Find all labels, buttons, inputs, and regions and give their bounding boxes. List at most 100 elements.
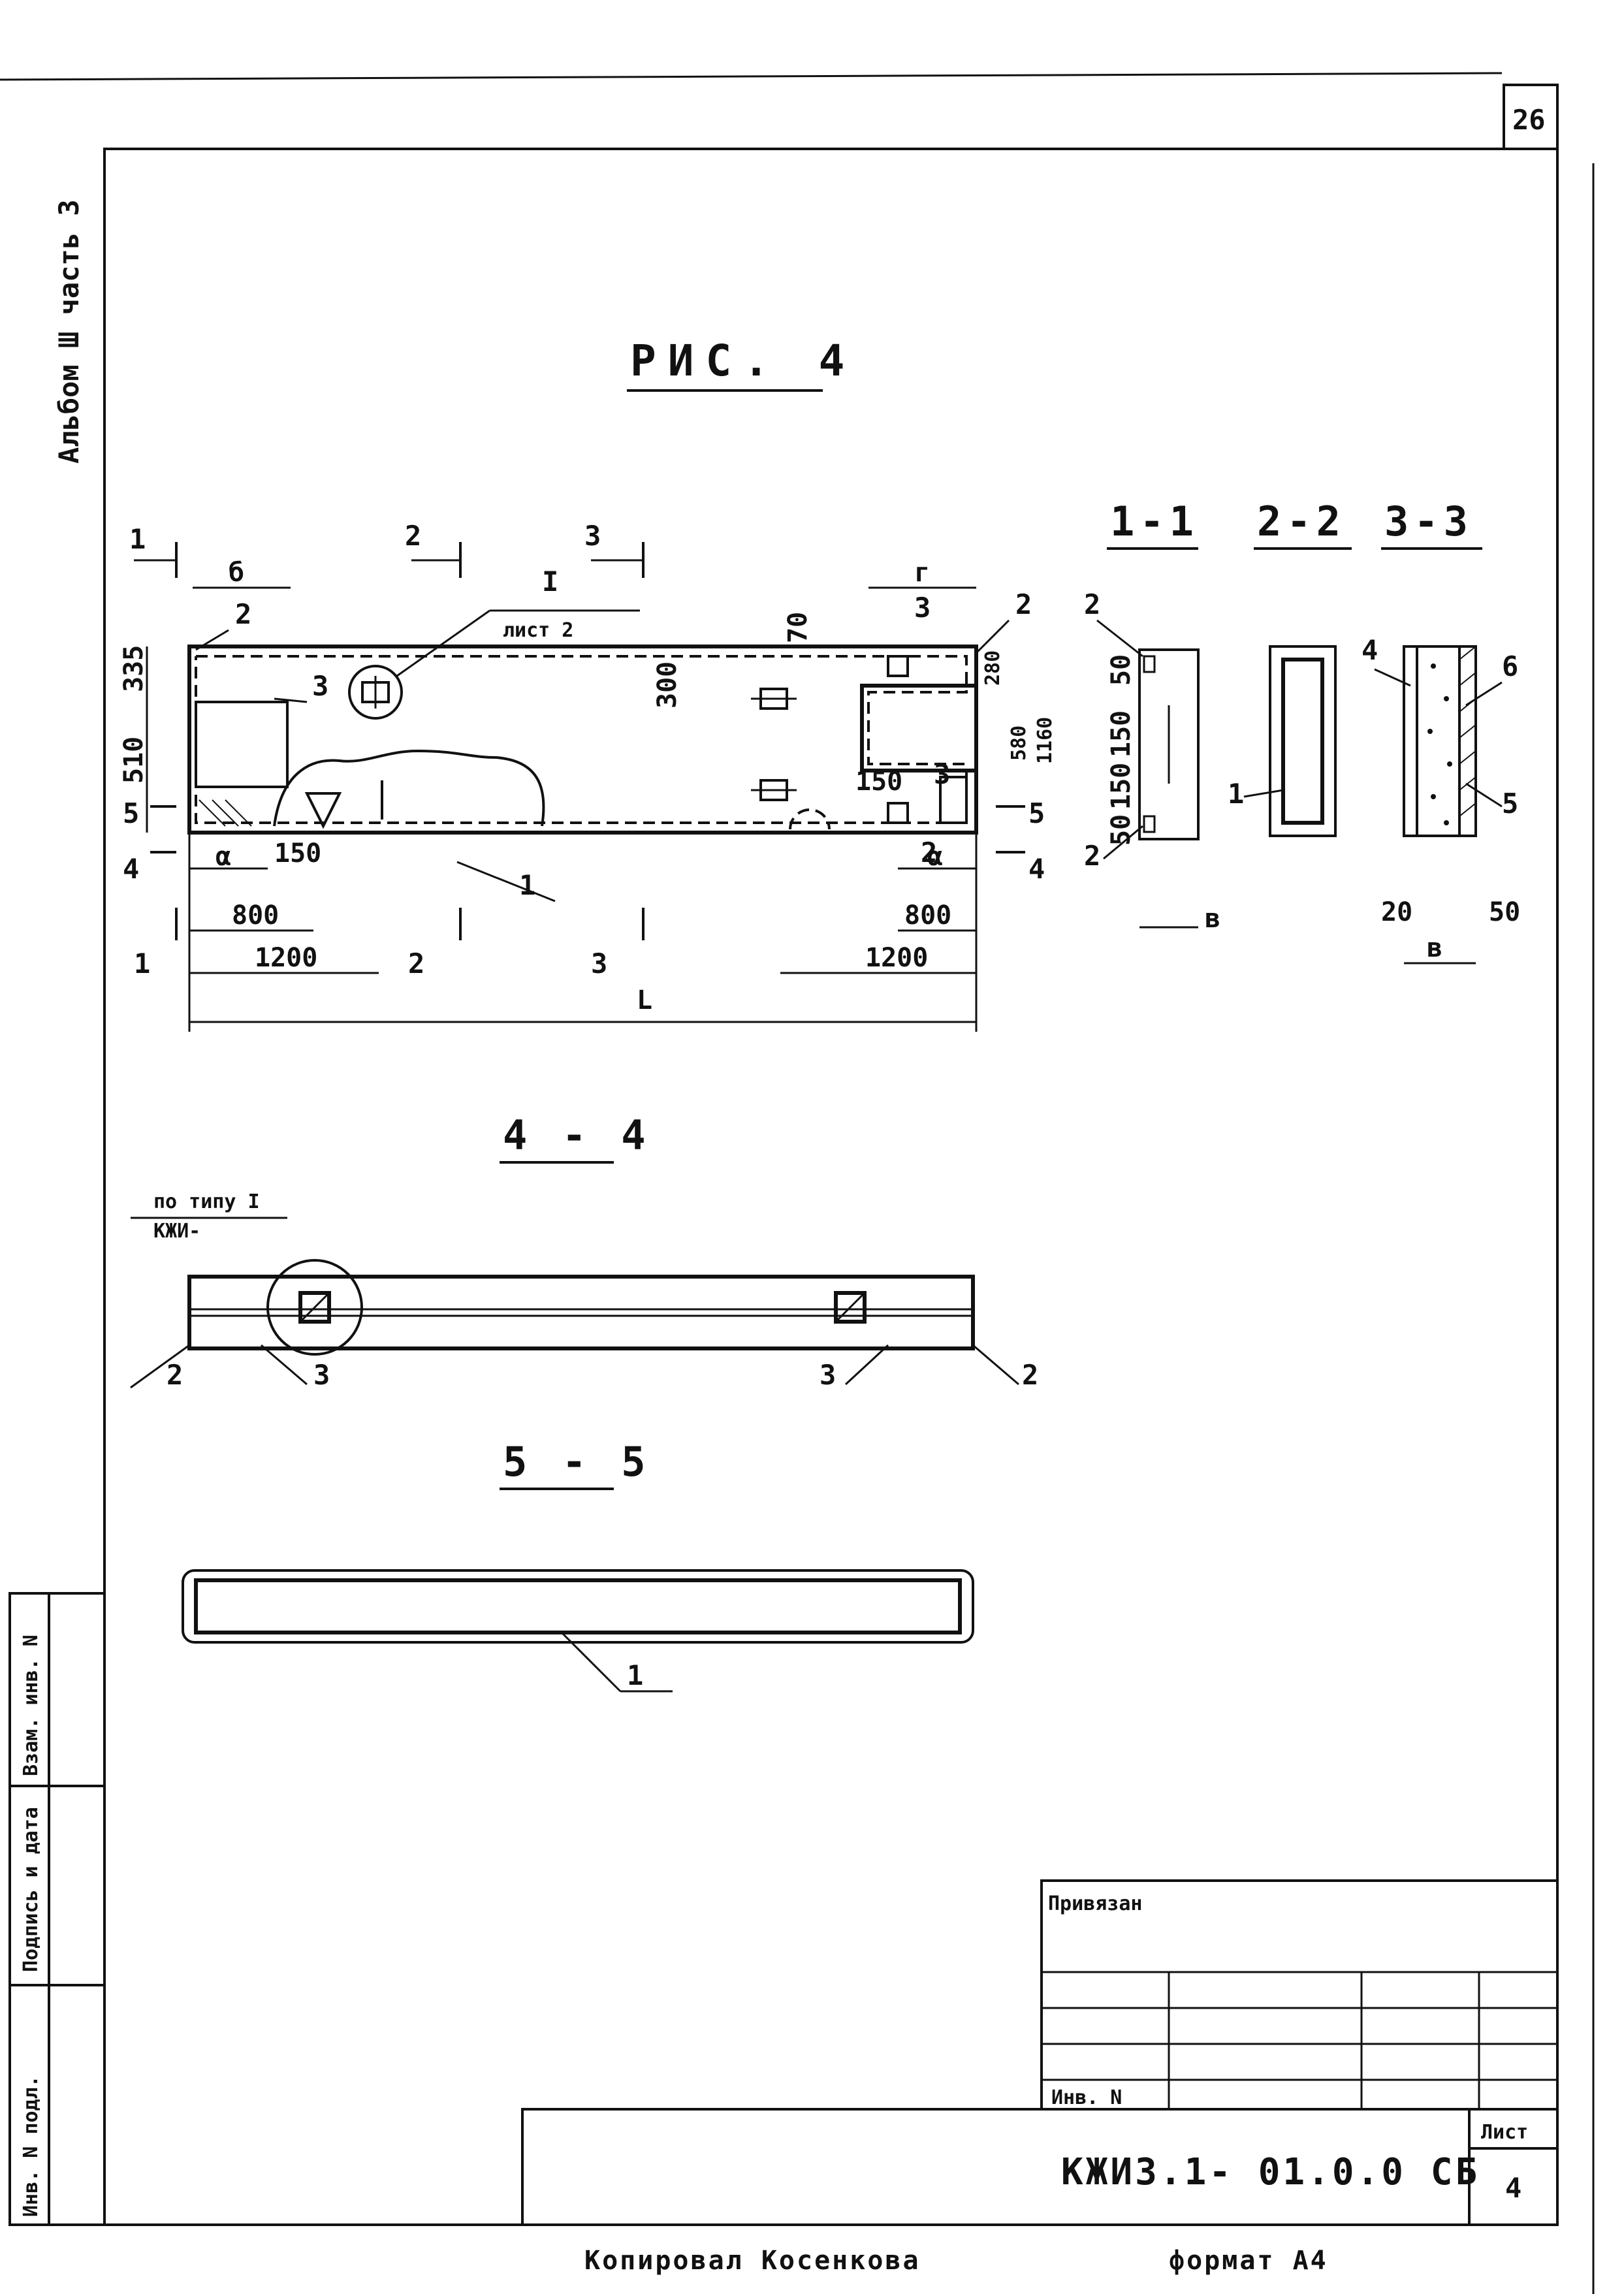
sheet-value: 4 [1505,2172,1521,2204]
section-3-3-hatching [1427,646,1476,825]
album-note: Альбом Ш часть 3 [53,199,85,464]
section-2-2-inner [1281,658,1324,825]
main-title-box [521,2108,1559,2226]
dim-800-right: 800 [904,900,951,931]
corner-hatch-1 [199,799,226,827]
section-4-4-outline [187,1275,975,1350]
section-titles: 1-1 2-2 3-3 [1107,498,1482,550]
section-4-4-leader-3-right [844,1344,889,1386]
dim-70: 70 [783,612,813,643]
dim-150-right: 150 [855,767,902,797]
stamp-vzam-inv: Взам. инв. N [20,1634,42,1776]
section-4-4: 4 - 4 по типу I КЖИ- 2 3 3 2 [130,1111,1038,1391]
concrete-dot [1447,761,1452,767]
concrete-dot [1431,794,1436,799]
copied-by: Копировал Косенкова [584,2246,921,2276]
section-mark-4-left: 4 [123,853,139,885]
dim-1200-left: 1200 [255,943,317,973]
hatch-line [1459,672,1476,686]
section-title-2-2: 2-2 [1257,498,1346,545]
callout-3-right: 3 [914,592,931,624]
dim-335: 335 [119,645,149,692]
lifting-loop-symbol [304,792,342,829]
drawing-frame-left-top [103,148,1557,2225]
figure-title: РИС. 4 [630,336,856,386]
section-4-4-note-2: КЖИ- [153,1220,200,1243]
section-4-4-embed-left-diag [299,1292,330,1323]
callout-2-bottom: 2 [921,836,937,868]
concrete-dot [1431,663,1436,669]
section-1-1-dim-150-bottom: 150 [1106,763,1136,810]
node-ref-leader [396,609,490,677]
dim-1160: 1160 [1034,717,1057,764]
dim-1200-right: 1200 [865,943,928,973]
section-3-3: 4 6 5 20 в 50 [1361,634,1520,964]
format-label: формат А4 [1169,2246,1328,2276]
section-mark-5-left: 5 [123,797,139,829]
section-4-4-title: 4 - 4 [503,1111,651,1159]
concrete-dot [1444,820,1449,825]
section-mark-1-top: 1 [129,523,146,555]
elevation-view: 1 2 3 1 2 3 4 5 4 5 б г I лист 2 335 5 [119,520,1057,1032]
section-1-1-outline [1138,648,1200,840]
section-4-4-embed-right [834,1291,867,1324]
panel-cutout [860,684,978,773]
left-opening [195,701,289,788]
section-5-5: 5 - 5 1 [182,1438,974,1693]
section-5-5-title: 5 - 5 [503,1438,651,1486]
dim-alpha-right: α [927,842,943,872]
left-stamp-frame [8,1592,106,2226]
stamp-inv-podl: Инв. N подл. [20,2075,42,2217]
section-5-5-outline [182,1569,974,1644]
dim-580: 580 [1008,725,1030,761]
hatch-line [1459,803,1476,817]
section-mark-3-top: 3 [584,520,601,552]
callout-2-right-leader [975,619,1010,654]
concrete-dot [1427,729,1433,734]
section-1-1-leader-bottom [1103,825,1143,860]
title-block: Привязан Инв. N КЖИ3.1- 01.0.0 СБ Лист 4 [521,1879,1559,2226]
section-1-1-dim-150-top: 150 [1106,710,1136,757]
dim-510: 510 [119,737,149,784]
sheet-label: Лист [1481,2121,1528,2144]
section-1-1-width-label: в [1205,904,1220,934]
panel-outline [187,645,978,835]
dim-300: 300 [652,661,682,709]
dim-alpha-left: α [215,842,231,872]
section-3-3-dim-50: 50 [1489,897,1520,927]
section-4-4-detail-circle [266,1259,363,1356]
section-4-4-embed-left [298,1291,331,1324]
callout-2-left: 2 [235,598,251,630]
callout-2-left-leader [195,629,229,651]
section-3-3-callout-4: 4 [1361,634,1378,666]
hatch-line [1459,646,1476,660]
section-1-1-callout-2-top: 2 [1084,588,1100,620]
section-4-4-callout-3-right: 3 [820,1359,836,1391]
section-4-4-leader-3-left [261,1344,308,1386]
embed-part-6 [939,776,968,824]
left-stamp: Инв. N подл. Подпись и дата Взам. инв. N [8,1592,106,2226]
section-3-3-leader-6 [1465,681,1503,707]
embed-part-5 [887,802,909,824]
sheet-top-edge [0,72,1503,81]
section-4-4-note-1: по типу I [153,1190,260,1213]
callout-2-right: 2 [1015,588,1032,620]
section-5-5-callout-1: 1 [627,1659,643,1691]
dim-b: б [229,558,244,588]
node-label: I [542,566,558,597]
embed-part-4 [887,655,909,677]
section-1-1-bottom-part [1143,815,1156,833]
section-4-4-callout-3-left: 3 [313,1359,330,1391]
dim-800-left: 800 [232,900,279,931]
section-4-4-embed-right-diag [835,1292,866,1323]
callout-3-left-leader [274,697,308,703]
concrete-dot [1444,696,1449,701]
designation-code: КЖИ3.1- 01.0.0 СБ [1061,2151,1480,2193]
dim-g: г [914,558,930,588]
dim-150-left: 150 [274,838,321,868]
callout-1-leader [456,861,556,902]
section-2-2-outline [1269,645,1337,837]
callout-3-left: 3 [312,670,328,702]
stamp-podpis-data: Подпись и дата [20,1807,42,1972]
